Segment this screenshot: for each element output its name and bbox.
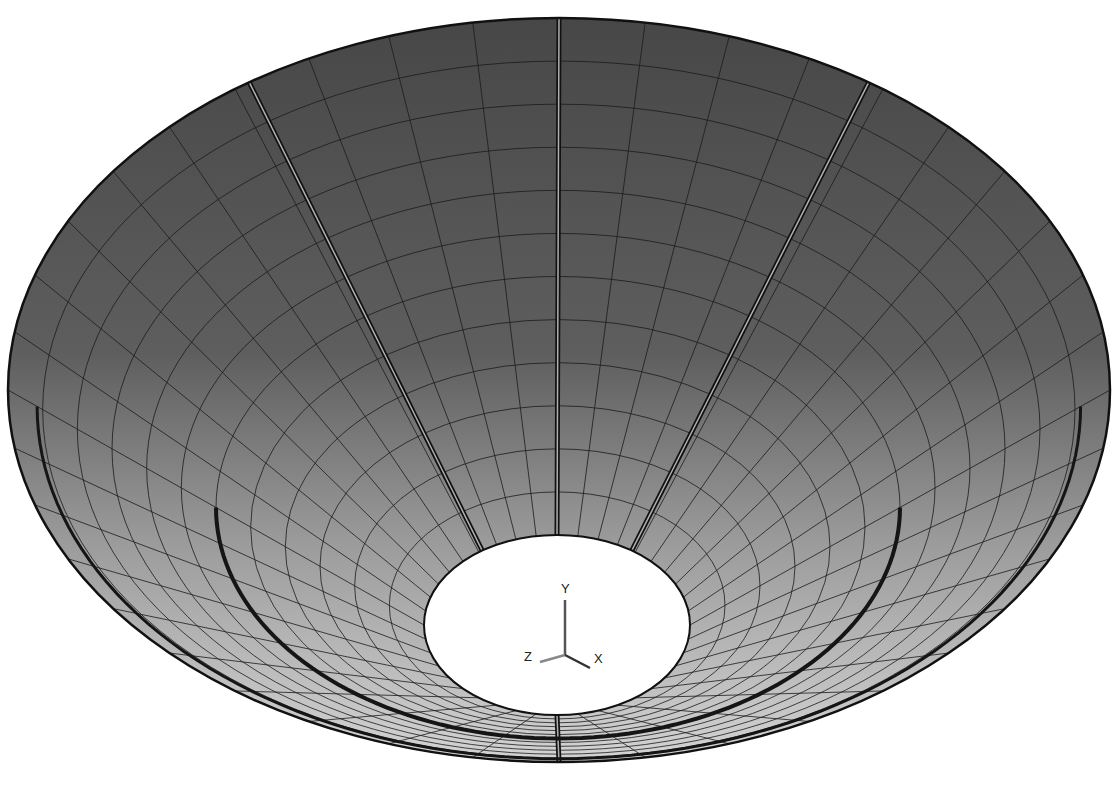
center-hole (424, 535, 690, 715)
mesh-radial (665, 171, 1005, 572)
mesh-radial (635, 89, 883, 552)
mesh-radial (651, 127, 949, 561)
dish-rim (8, 18, 1110, 762)
rib-edge (249, 82, 482, 550)
mesh-radial (617, 59, 809, 545)
mesh-radial (309, 59, 497, 545)
mesh-radial (683, 275, 1083, 597)
dish-surface (8, 18, 1110, 762)
rib (632, 82, 869, 550)
rib-edge (557, 18, 559, 535)
axis-line (565, 655, 590, 668)
ring-rib (37, 406, 1080, 758)
mesh-radial (557, 18, 559, 535)
mesh-radial (68, 221, 438, 584)
mesh-radial (235, 89, 479, 552)
ring-rib (216, 508, 900, 739)
mesh-radial (113, 171, 449, 572)
axis-label: X (594, 652, 603, 665)
axis-label: Z (524, 650, 532, 663)
axis-label: Y (561, 582, 570, 595)
axis-line (540, 655, 565, 662)
mesh-radial (598, 36, 729, 539)
mesh-radial (473, 23, 536, 537)
mesh-radial (389, 36, 516, 539)
axis-line (564, 600, 567, 655)
rib (249, 82, 482, 550)
mesh-radial (578, 23, 645, 537)
rib-edge (632, 82, 869, 550)
mesh-radial (676, 221, 1050, 584)
rib (557, 18, 559, 535)
